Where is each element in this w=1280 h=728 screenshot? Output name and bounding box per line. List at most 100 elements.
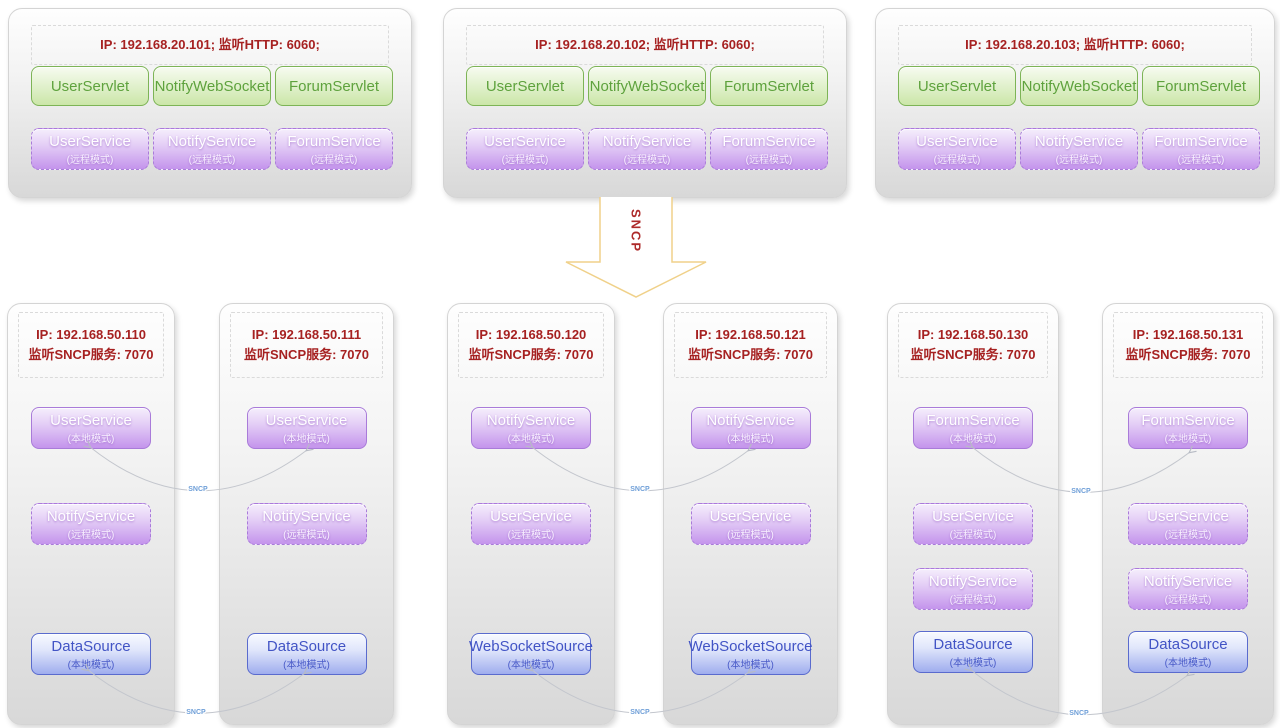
source-mode: (本地模式) xyxy=(67,659,115,671)
remote-service-box: UserService(远程模式) xyxy=(690,503,811,545)
service-name: UserService xyxy=(50,411,132,429)
ip-text: IP: 192.168.20.102; 监听HTTP: 6060; xyxy=(535,36,755,52)
sncp-connector-label: SNCP xyxy=(1069,710,1089,717)
servlet-label: ForumServlet xyxy=(723,77,815,95)
service-mode: (远程模式) xyxy=(1164,529,1212,541)
remote-service-box: NotifyService(远程模式) xyxy=(913,568,1033,610)
ip-text: IP: 192.168.50.110 xyxy=(36,326,146,342)
sncp-server-node-121: IP: 192.168.50.121 监听SNCP服务: 7070 NotifyS… xyxy=(663,303,838,725)
service-name: ForumService xyxy=(926,411,1020,429)
service-name: UserService xyxy=(484,132,566,150)
sncp-connector-label: SNCP xyxy=(188,486,208,493)
service-name: NotifyService xyxy=(602,132,692,150)
port-text: 监听SNCP服务: 7070 xyxy=(688,347,813,362)
ip-address-label: IP: 192.168.50.111 监听SNCP服务: 7070 xyxy=(230,312,383,378)
servlet-label: NotifyWebSocket xyxy=(589,77,705,95)
source-mode: (本地模式) xyxy=(1164,657,1212,669)
servlet-box: ForumServlet xyxy=(1142,66,1260,106)
http-server-node-103: IP: 192.168.20.103; 监听HTTP: 6060; UserSe… xyxy=(875,8,1275,198)
port-text: 监听SNCP服务: 7070 xyxy=(244,347,369,362)
http-server-node-101: IP: 192.168.20.101; 监听HTTP: 6060; UserSe… xyxy=(8,8,412,198)
ip-text: IP: 192.168.20.103; 监听HTTP: 6060; xyxy=(965,36,1185,52)
servlet-label: ForumServlet xyxy=(288,77,380,95)
port-text: 监听SNCP服务: 7070 xyxy=(910,347,1036,362)
service-mode: (远程模式) xyxy=(501,154,549,166)
remote-service-box: ForumService(远程模式) xyxy=(275,128,393,170)
remote-service-box: UserService(远程模式) xyxy=(471,503,591,545)
servlet-label: UserServlet xyxy=(917,77,997,95)
source-mode: (本地模式) xyxy=(283,659,330,671)
service-name: NotifyService xyxy=(167,132,257,150)
servlet-label: NotifyWebSocket xyxy=(1021,77,1137,95)
local-service-box: NotifyService(本地模式) xyxy=(690,407,811,449)
servlet-box: UserServlet xyxy=(898,66,1016,106)
remote-service-box: NotifyService(远程模式) xyxy=(246,503,367,545)
datasource-box: DataSource(本地模式) xyxy=(913,631,1033,673)
service-name: NotifyService xyxy=(46,507,136,525)
service-name: UserService xyxy=(49,132,131,150)
websocketsource-box: WebSocketSource(本地模式) xyxy=(689,633,812,675)
ip-address-label: IP: 192.168.50.121 监听SNCP服务: 7070 xyxy=(674,312,827,378)
ip-text: IP: 192.168.50.111 xyxy=(251,326,362,342)
local-service-box: UserService(本地模式) xyxy=(246,407,367,449)
sncp-arrow-label: SNCP xyxy=(629,209,644,253)
port-text: 监听SNCP服务: 7070 xyxy=(1125,347,1251,362)
service-mode: (本地模式) xyxy=(283,433,330,445)
remote-service-box: NotifyService(远程模式) xyxy=(1128,568,1248,610)
remote-service-box: NotifyService(远程模式) xyxy=(1020,128,1138,170)
service-mode: (本地模式) xyxy=(949,433,997,445)
remote-service-box: UserService(远程模式) xyxy=(913,503,1033,545)
remote-service-box: UserService (远程模式) xyxy=(31,128,149,170)
servlet-box: NotifyWebSocket xyxy=(153,66,271,106)
service-mode: (本地模式) xyxy=(1164,433,1212,445)
servlet-box: NotifyWebSocket xyxy=(1020,66,1138,106)
local-service-box: UserService(本地模式) xyxy=(31,407,151,449)
service-name: NotifyService xyxy=(262,507,351,525)
servlet-label: UserServlet xyxy=(485,77,565,95)
service-mode: (远程模式) xyxy=(66,154,114,166)
ip-address-label: IP: 192.168.20.103; 监听HTTP: 6060; xyxy=(898,25,1252,65)
ip-address-label: IP: 192.168.20.102; 监听HTTP: 6060; xyxy=(466,25,824,65)
service-name: UserService xyxy=(1147,507,1229,525)
remote-service-box: ForumService(远程模式) xyxy=(1142,128,1260,170)
service-mode: (远程模式) xyxy=(310,154,358,166)
service-name: NotifyService xyxy=(1143,572,1233,590)
source-mode: (本地模式) xyxy=(507,659,555,671)
service-mode: (远程模式) xyxy=(1055,154,1103,166)
websocketsource-box: WebSocketSource (本地模式) xyxy=(469,633,593,675)
service-name: NotifyService xyxy=(706,411,795,429)
servlet-box: NotifyWebSocket xyxy=(588,66,706,106)
datasource-box: DataSource(本地模式) xyxy=(31,633,151,675)
ip-text: IP: 192.168.50.121 xyxy=(695,326,806,342)
source-name: WebSocketSource xyxy=(469,637,593,655)
remote-service-box: UserService(远程模式) xyxy=(898,128,1016,170)
remote-service-box: ForumService(远程模式) xyxy=(710,128,828,170)
sncp-connector-label: SNCP xyxy=(630,709,650,716)
service-mode: (远程模式) xyxy=(623,154,671,166)
local-service-box: NotifyService(本地模式) xyxy=(471,407,591,449)
remote-service-box: NotifyService(远程模式) xyxy=(153,128,271,170)
ip-text: IP: 192.168.50.130 xyxy=(917,326,1029,342)
sncp-server-node-130: IP: 192.168.50.130 监听SNCP服务: 7070 ForumSe… xyxy=(887,303,1059,725)
remote-service-box: NotifyService(远程模式) xyxy=(31,503,151,545)
source-mode: (本地模式) xyxy=(727,659,774,671)
source-name: DataSource xyxy=(1148,635,1228,653)
local-service-box: ForumService (本地模式) xyxy=(913,407,1033,449)
sncp-server-node-111: IP: 192.168.50.111 监听SNCP服务: 7070 UserSer… xyxy=(219,303,394,725)
sncp-flow-arrow xyxy=(565,197,707,298)
datasource-box: DataSource(本地模式) xyxy=(246,633,367,675)
servlet-label: UserServlet xyxy=(50,77,130,95)
local-service-box: ForumService(本地模式) xyxy=(1128,407,1248,449)
sncp-connector-label: SNCP xyxy=(1071,488,1091,495)
datasource-box: DataSource (本地模式) xyxy=(1128,631,1248,673)
servlet-box: ForumServlet xyxy=(275,66,393,106)
service-mode: (本地模式) xyxy=(507,433,555,445)
service-mode: (远程模式) xyxy=(933,154,981,166)
ip-text: IP: 192.168.50.120 xyxy=(475,326,587,342)
